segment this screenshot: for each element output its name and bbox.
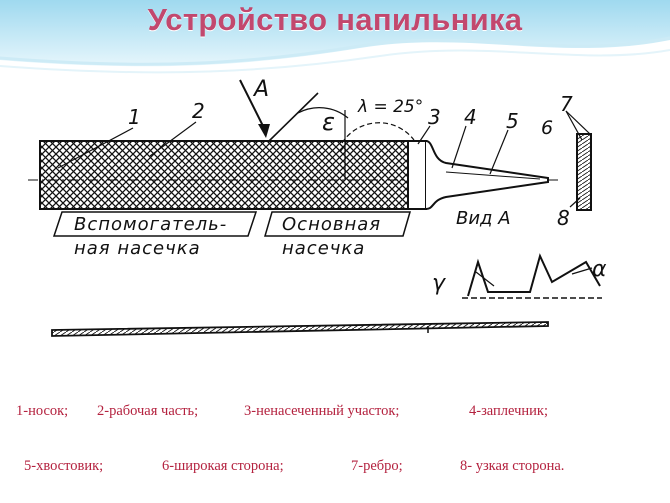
file-cross-section [576,133,592,211]
angle-lambda: λ = 25° [357,97,423,117]
legend-item-3: 3-ненасеченный участок; [244,403,400,419]
legend-item-6: 6-широкая сторона; [162,458,284,474]
legend-item-8: 8- узкая сторона. [460,458,565,474]
callout-4: 4 [464,105,477,129]
callout-2: 2 [192,99,205,123]
callout-8: 8 [557,206,570,230]
callout-7: 7 [560,92,573,116]
tooth-profile [467,253,601,297]
angle-gamma: γ [432,271,446,296]
callout-3: 3 [428,105,441,129]
legend-item-4: 4-заплечник; [469,403,549,419]
aux-cut-box [52,211,258,237]
view-arrow-a [239,79,270,138]
aux-cut-label-1: Вспомогатель- [74,214,227,235]
page-title: Устройство напильника [147,2,523,37]
file-side-view [51,321,549,337]
callout-1: 1 [128,105,141,129]
file-structure-diagram: 1 2 3 4 5 6 7 8 A ε λ = 25° Вспомогатель… [28,77,607,337]
angle-alpha: α [592,257,607,282]
legend-item-5: 5-хвостовик; [24,458,104,474]
callout-5: 5 [506,109,519,133]
view-a-label: Вид А [456,208,511,229]
header-wave-decoration [0,0,670,74]
legend-item-2: 2-рабочая часть; [97,403,199,419]
main-cut-box [264,211,411,237]
aux-cut-label-2: ная насечка [74,238,201,259]
angle-epsilon: ε [322,108,335,136]
callout-6: 6 [541,117,553,139]
main-cut-label-2: насечка [282,238,365,259]
legend-item-1: 1-носок; [16,403,69,419]
main-cut-label-1: Основная [282,214,381,235]
unnotched-section [407,140,427,210]
legend-item-7: 7-ребро; [351,458,403,474]
arrow-a-label: A [252,77,269,102]
working-part [39,140,409,210]
